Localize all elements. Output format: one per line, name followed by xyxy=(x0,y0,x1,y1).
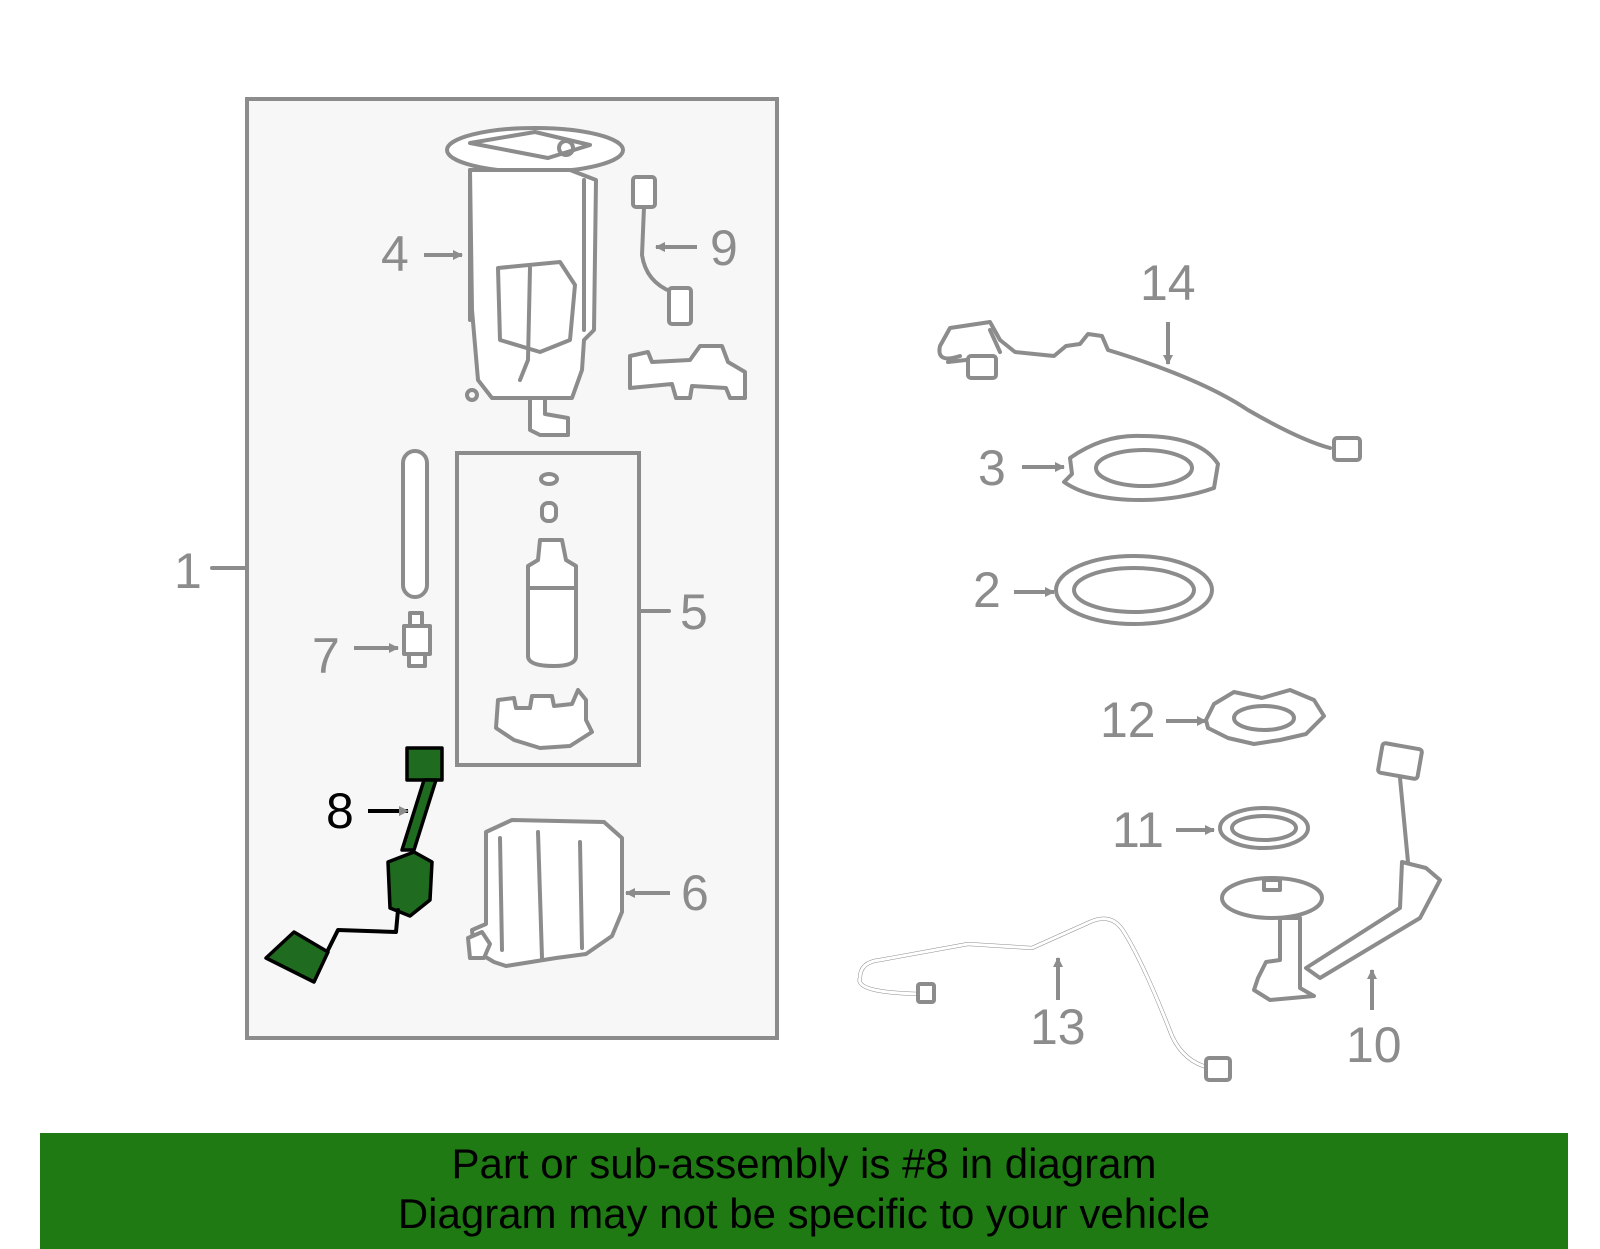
callout-8: 8 xyxy=(326,783,354,839)
filter-tube xyxy=(401,449,429,599)
banner-line-2: Diagram may not be specific to your vehi… xyxy=(397,1190,1211,1237)
part-14-harness xyxy=(937,320,1362,462)
callout-14: 14 xyxy=(1140,255,1196,311)
banner-line-1: Part or sub-assembly is #8 in diagram xyxy=(451,1140,1157,1187)
part-13-hose xyxy=(857,916,1232,1082)
callout-2: 2 xyxy=(973,562,1001,618)
part-11-oring xyxy=(1218,806,1310,850)
part-6-reservoir xyxy=(466,818,624,968)
callout-7: 7 xyxy=(312,628,340,684)
callout-4: 4 xyxy=(381,226,409,282)
callout-3: 3 xyxy=(978,440,1006,496)
part-3-lock-ring xyxy=(1062,433,1220,502)
callout-10: 10 xyxy=(1346,1017,1402,1073)
part-8-fuel-level-sender xyxy=(264,746,444,984)
callout-13: 13 xyxy=(1030,999,1086,1055)
callout-1: 1 xyxy=(174,543,202,599)
info-banner: Part or sub-assembly is #8 in diagram Di… xyxy=(40,1133,1568,1249)
part-10-sender xyxy=(1220,741,1442,1002)
callout-5: 5 xyxy=(680,584,708,640)
callout-9: 9 xyxy=(710,220,738,276)
part-5-fuel-pump xyxy=(494,472,594,750)
part-9-wire xyxy=(631,175,693,326)
part-12-retainer xyxy=(1204,688,1326,746)
part-4-pump-housing xyxy=(445,126,625,437)
callout-6: 6 xyxy=(681,865,709,921)
part-7-regulator xyxy=(402,611,432,668)
bracket xyxy=(628,344,747,400)
part-2-gasket xyxy=(1054,554,1214,626)
callout-11: 11 xyxy=(1112,802,1164,858)
callout-12: 12 xyxy=(1100,692,1156,748)
